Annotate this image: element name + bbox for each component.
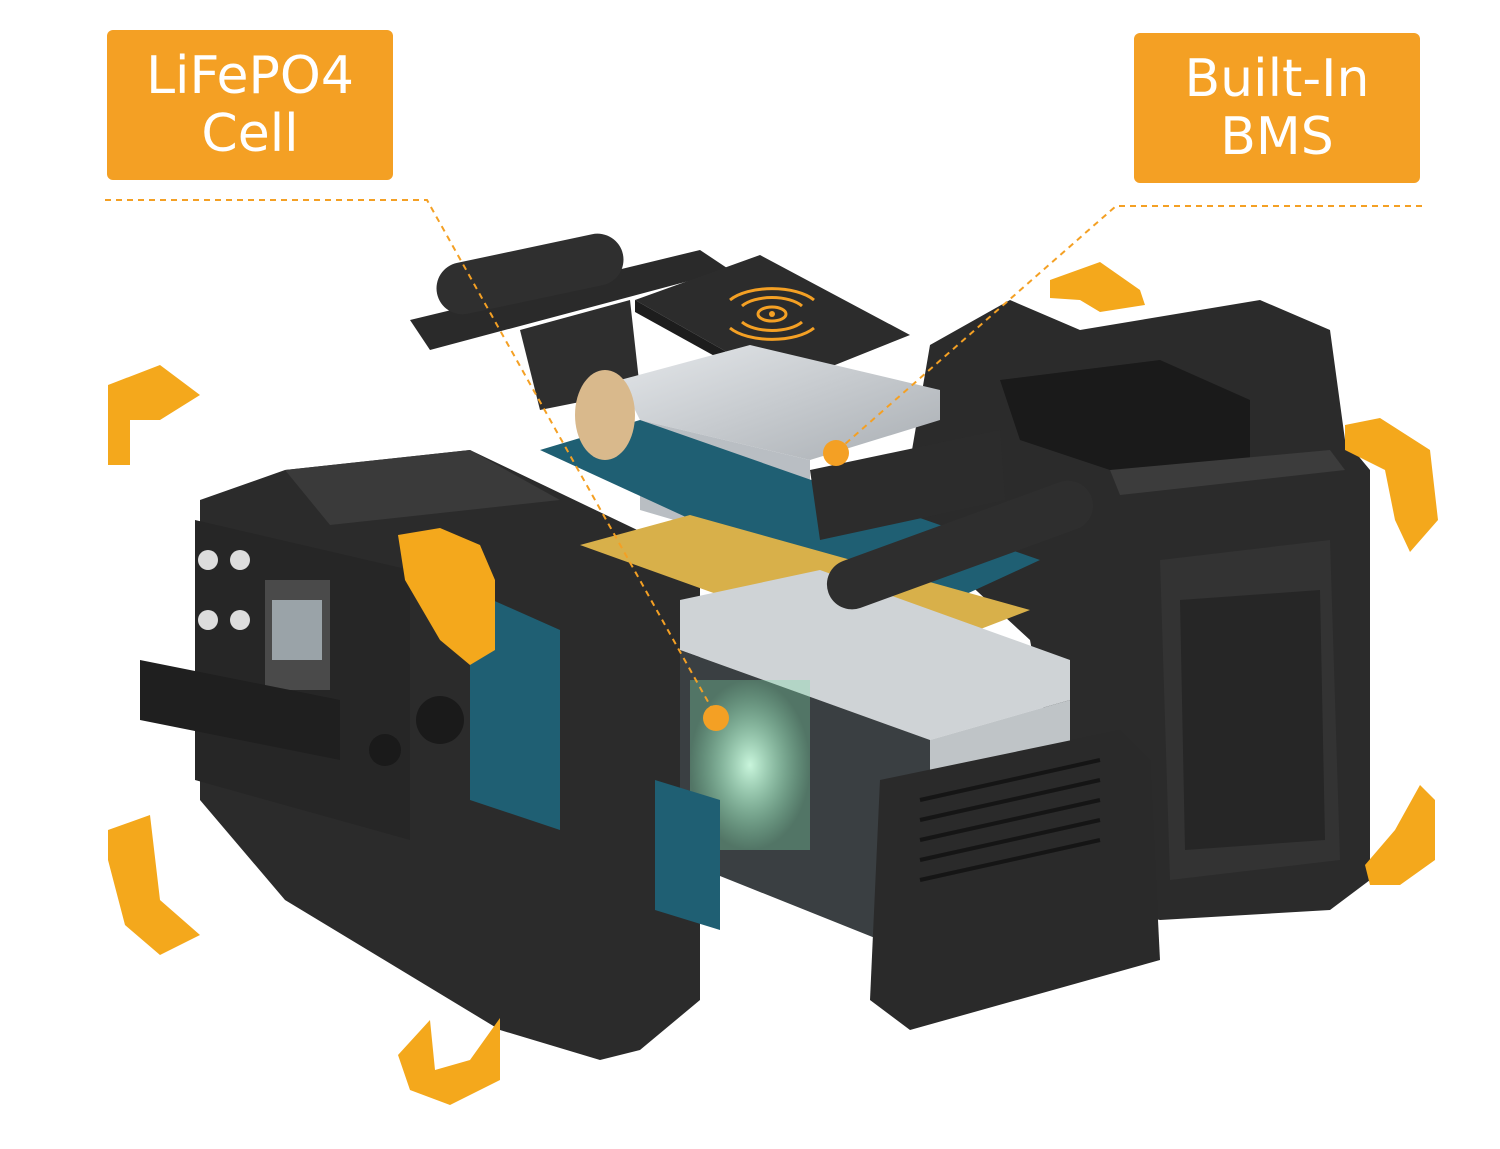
control-panel xyxy=(198,550,464,766)
bms-callout-line1: Built-In xyxy=(1184,49,1370,109)
bms-leader xyxy=(835,205,1422,453)
wireless-charging-icon xyxy=(729,287,815,341)
bms-marker xyxy=(823,440,849,466)
lifepo4-marker xyxy=(703,705,729,731)
lifepo4-leader xyxy=(105,199,717,717)
lifepo4-callout-line2: Cell xyxy=(201,104,299,164)
corner-bumpers xyxy=(108,262,1438,1105)
fan-cover xyxy=(870,730,1160,1030)
right-housing xyxy=(900,300,1370,920)
side-handle xyxy=(810,430,1094,610)
lifepo4-cell-callout: LiFePO4 Cell xyxy=(107,30,393,180)
bms-callout-line2: BMS xyxy=(1220,107,1334,167)
front-housing xyxy=(140,450,700,1060)
built-in-bms-callout: Built-In BMS xyxy=(1134,33,1420,183)
leader-lines xyxy=(105,199,1422,717)
lifepo4-callout-line1: LiFePO4 xyxy=(146,46,354,106)
